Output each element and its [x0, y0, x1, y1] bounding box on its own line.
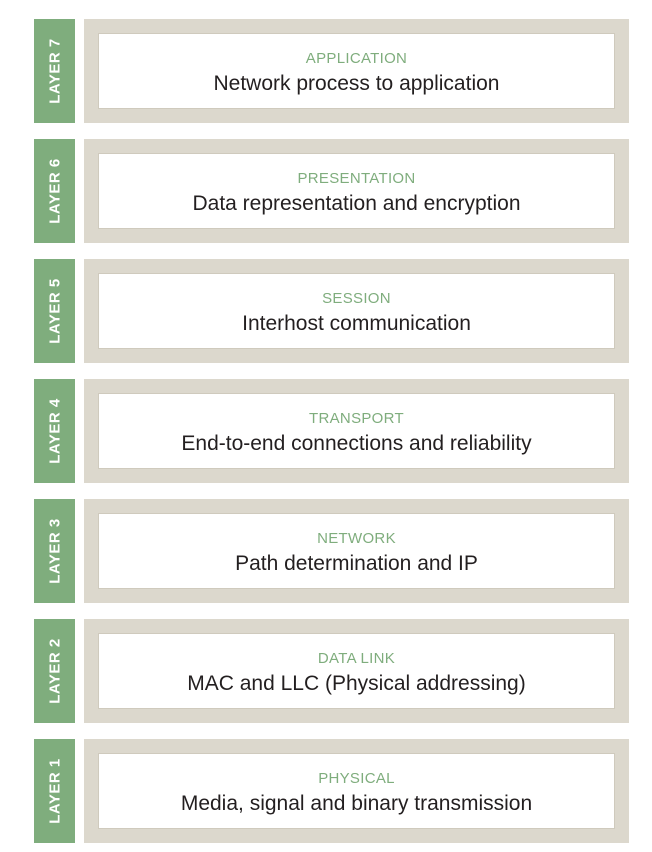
- layer-card: PHYSICAL Media, signal and binary transm…: [98, 753, 615, 829]
- layer-tab-label: LAYER 2: [46, 638, 63, 704]
- layer-frame: TRANSPORT End-to-end connections and rel…: [84, 379, 629, 483]
- layer-name: APPLICATION: [305, 50, 408, 67]
- layer-tab-label: LAYER 5: [46, 278, 63, 344]
- layer-description: MAC and LLC (Physical addressing): [187, 672, 526, 695]
- layer-row-2: LAYER 2 DATA LINK MAC and LLC (Physical …: [0, 619, 652, 723]
- layer-tab-label: LAYER 1: [46, 758, 63, 824]
- layer-frame: PHYSICAL Media, signal and binary transm…: [84, 739, 629, 843]
- layer-tab-label: LAYER 4: [46, 398, 63, 464]
- layer-description: Media, signal and binary transmission: [180, 792, 533, 815]
- layer-frame: DATA LINK MAC and LLC (Physical addressi…: [84, 619, 629, 723]
- layer-card: NETWORK Path determination and IP: [98, 513, 615, 589]
- layer-description: Data representation and encryption: [192, 192, 521, 215]
- layer-tab: LAYER 2: [34, 619, 75, 723]
- layer-frame: NETWORK Path determination and IP: [84, 499, 629, 603]
- layer-description: Interhost communication: [242, 312, 471, 335]
- layer-tab-label: LAYER 3: [46, 518, 63, 584]
- layer-description: End-to-end connections and reliability: [181, 432, 532, 455]
- layer-row-4: LAYER 4 TRANSPORT End-to-end connections…: [0, 379, 652, 483]
- layer-tab: LAYER 6: [34, 139, 75, 243]
- layer-tab: LAYER 7: [34, 19, 75, 123]
- layer-card: SESSION Interhost communication: [98, 273, 615, 349]
- layer-row-5: LAYER 5 SESSION Interhost communication: [0, 259, 652, 363]
- layer-card: DATA LINK MAC and LLC (Physical addressi…: [98, 633, 615, 709]
- layer-tab: LAYER 3: [34, 499, 75, 603]
- layer-row-6: LAYER 6 PRESENTATION Data representation…: [0, 139, 652, 243]
- layer-name: NETWORK: [317, 530, 396, 547]
- layer-tab: LAYER 5: [34, 259, 75, 363]
- layer-name: PHYSICAL: [318, 770, 395, 787]
- layer-card: APPLICATION Network process to applicati…: [98, 33, 615, 109]
- layer-frame: APPLICATION Network process to applicati…: [84, 19, 629, 123]
- layer-row-1: LAYER 1 PHYSICAL Media, signal and binar…: [0, 739, 652, 843]
- layer-tab-label: LAYER 6: [46, 158, 63, 224]
- layer-frame: PRESENTATION Data representation and enc…: [84, 139, 629, 243]
- layer-name: DATA LINK: [317, 650, 396, 667]
- layer-name: PRESENTATION: [297, 170, 416, 187]
- layer-description: Path determination and IP: [235, 552, 478, 575]
- layer-tab: LAYER 1: [34, 739, 75, 843]
- layer-tab: LAYER 4: [34, 379, 75, 483]
- layer-row-3: LAYER 3 NETWORK Path determination and I…: [0, 499, 652, 603]
- layer-row-7: LAYER 7 APPLICATION Network process to a…: [0, 19, 652, 123]
- layer-frame: SESSION Interhost communication: [84, 259, 629, 363]
- layer-card: PRESENTATION Data representation and enc…: [98, 153, 615, 229]
- layer-name: TRANSPORT: [309, 410, 404, 427]
- layer-description: Network process to application: [213, 72, 500, 95]
- layer-card: TRANSPORT End-to-end connections and rel…: [98, 393, 615, 469]
- layer-tab-label: LAYER 7: [46, 38, 63, 104]
- layer-name: SESSION: [322, 290, 391, 307]
